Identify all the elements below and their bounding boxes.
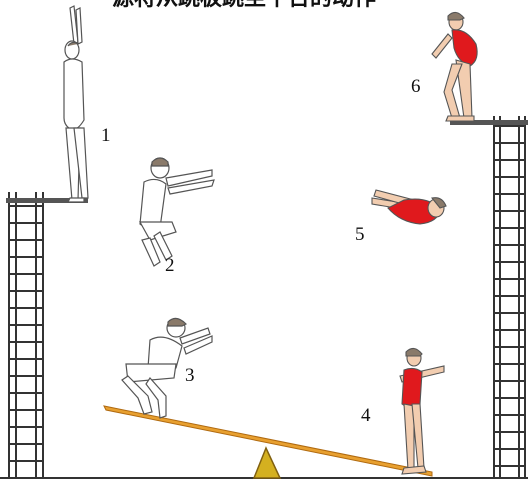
left-ladder <box>9 192 43 478</box>
figure-5-girl-somersault <box>372 190 446 224</box>
stage-label-6: 6 <box>411 77 421 96</box>
seesaw-fulcrum <box>254 448 280 478</box>
figure-2-boy-jumping <box>140 158 214 266</box>
stage-label-1: 1 <box>101 126 111 145</box>
stage-label-5: 5 <box>355 225 365 244</box>
right-ladder-rungs <box>494 126 525 466</box>
stage-label-3: 3 <box>185 366 195 385</box>
figure-1-boy-standing <box>64 6 88 202</box>
stage-label-2: 2 <box>165 256 175 275</box>
figure-4-girl-standing <box>400 348 444 474</box>
figure-6-girl-landing <box>432 12 477 121</box>
figure-3-boy-crouching <box>122 318 212 418</box>
stage-label-4: 4 <box>361 406 371 425</box>
left-ladder-rungs <box>9 206 43 461</box>
